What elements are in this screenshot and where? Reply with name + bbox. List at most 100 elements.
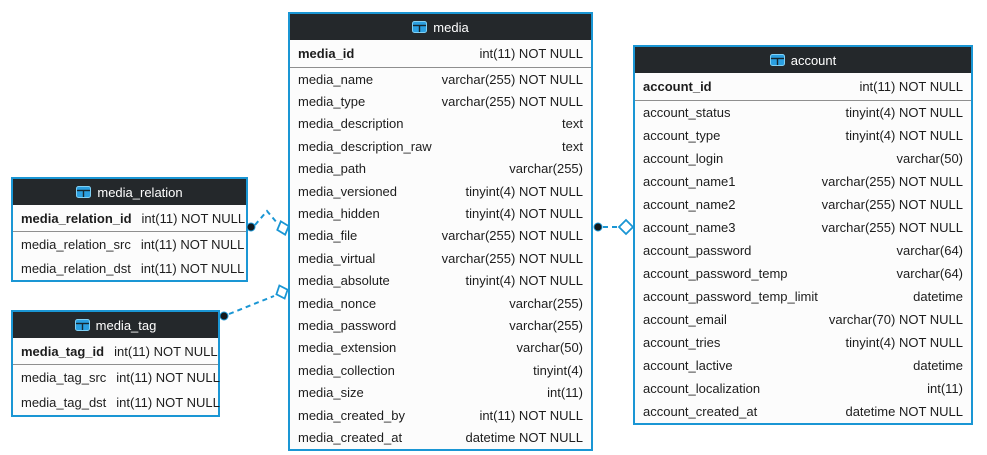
field-type: int(11) xyxy=(547,385,583,401)
field-name: media_name xyxy=(298,71,374,87)
field-name: media_relation_id xyxy=(21,210,132,226)
table-header-media_tag[interactable]: media_tag xyxy=(13,312,218,338)
field-row-media_tag_id[interactable]: media_tag_id int(11) NOT NULL xyxy=(13,338,218,364)
field-name: media_absolute xyxy=(298,273,390,289)
field-type: datetime xyxy=(913,289,963,304)
field-type: varchar(255) NOT NULL xyxy=(441,71,583,87)
table-header-account[interactable]: account xyxy=(635,47,971,73)
field-name: media_nonce xyxy=(298,295,377,311)
field-type: int(11) NOT NULL xyxy=(479,407,583,423)
table-icon xyxy=(76,186,92,198)
field-name: media_id xyxy=(298,46,355,61)
field-row-media_created_at[interactable]: media_created_at datetime NOT NULL xyxy=(290,426,591,449)
field-type: tinyint(4) NOT NULL xyxy=(465,183,583,199)
field-row-media_password[interactable]: media_password varchar(255) xyxy=(290,314,591,337)
field-name: media_description xyxy=(298,116,404,132)
field-name: account_login xyxy=(643,151,724,166)
field-row-media_relation_src[interactable]: media_relation_src int(11) NOT NULL xyxy=(13,232,246,256)
field-name: media_virtual xyxy=(298,250,376,266)
field-row-account_type[interactable]: account_type tinyint(4) NOT NULL xyxy=(635,124,971,147)
field-name: media_relation_src xyxy=(21,236,131,252)
field-type: varchar(255) NOT NULL xyxy=(441,94,583,110)
field-type: int(11) NOT NULL xyxy=(140,260,245,276)
field-type: datetime NOT NULL xyxy=(465,429,583,445)
table-header-media_relation[interactable]: media_relation xyxy=(13,179,246,205)
table-media[interactable]: media media_id int(11) NOT NULL media_nam… xyxy=(288,12,593,451)
field-name: media_created_at xyxy=(298,429,403,445)
field-name: account_created_at xyxy=(643,404,758,419)
field-name: media_file xyxy=(298,228,358,244)
field-name: media_description_raw xyxy=(298,138,432,154)
field-type: int(11) NOT NULL xyxy=(116,395,220,410)
field-row-media_absolute[interactable]: media_absolute tinyint(4) NOT NULL xyxy=(290,269,591,292)
field-type: varchar(255) NOT NULL xyxy=(821,220,963,235)
field-row-media_description[interactable]: media_description text xyxy=(290,112,591,136)
field-type: int(11) NOT NULL xyxy=(479,46,583,61)
field-type: varchar(255) NOT NULL xyxy=(441,250,583,266)
field-row-media_file[interactable]: media_file varchar(255) NOT NULL xyxy=(290,224,591,248)
table-media_tag[interactable]: media_tag media_tag_id int(11) NOT NULL m… xyxy=(11,310,220,417)
relation-media_tag-media[interactable] xyxy=(219,283,290,321)
field-row-media_id[interactable]: media_id int(11) NOT NULL xyxy=(290,40,591,67)
field-type: int(11) NOT NULL xyxy=(114,343,218,359)
field-type: tinyint(4) NOT NULL xyxy=(845,105,963,120)
field-type: varchar(255) xyxy=(509,161,583,177)
field-name: media_tag_id xyxy=(21,343,105,359)
field-name: media_password xyxy=(298,317,397,333)
field-type: tinyint(4) NOT NULL xyxy=(465,273,583,289)
relation-media-account[interactable] xyxy=(593,218,635,236)
field-name: account_email xyxy=(643,312,727,327)
table-icon xyxy=(74,319,90,331)
field-type: int(11) NOT NULL xyxy=(859,79,963,94)
field-type: varchar(255) NOT NULL xyxy=(441,228,583,244)
field-type: text xyxy=(562,116,583,132)
relation-media_relation-media[interactable] xyxy=(246,209,291,237)
primary-key-rows: media_tag_id int(11) NOT NULL xyxy=(13,338,218,365)
field-type: int(11) NOT NULL xyxy=(140,236,245,252)
table-header-media[interactable]: media xyxy=(290,14,591,40)
table-title: media_relation xyxy=(97,184,183,200)
field-type: tinyint(4) NOT NULL xyxy=(845,128,963,143)
field-row-media_virtual[interactable]: media_virtual varchar(255) NOT NULL xyxy=(290,247,591,270)
field-row-media_name[interactable]: media_name varchar(255) NOT NULL xyxy=(290,68,591,91)
field-type: varchar(255) xyxy=(509,317,583,333)
field-type: tinyint(4) NOT NULL xyxy=(465,206,583,222)
field-name: media_extension xyxy=(298,340,397,356)
field-name: account_type xyxy=(643,128,721,143)
